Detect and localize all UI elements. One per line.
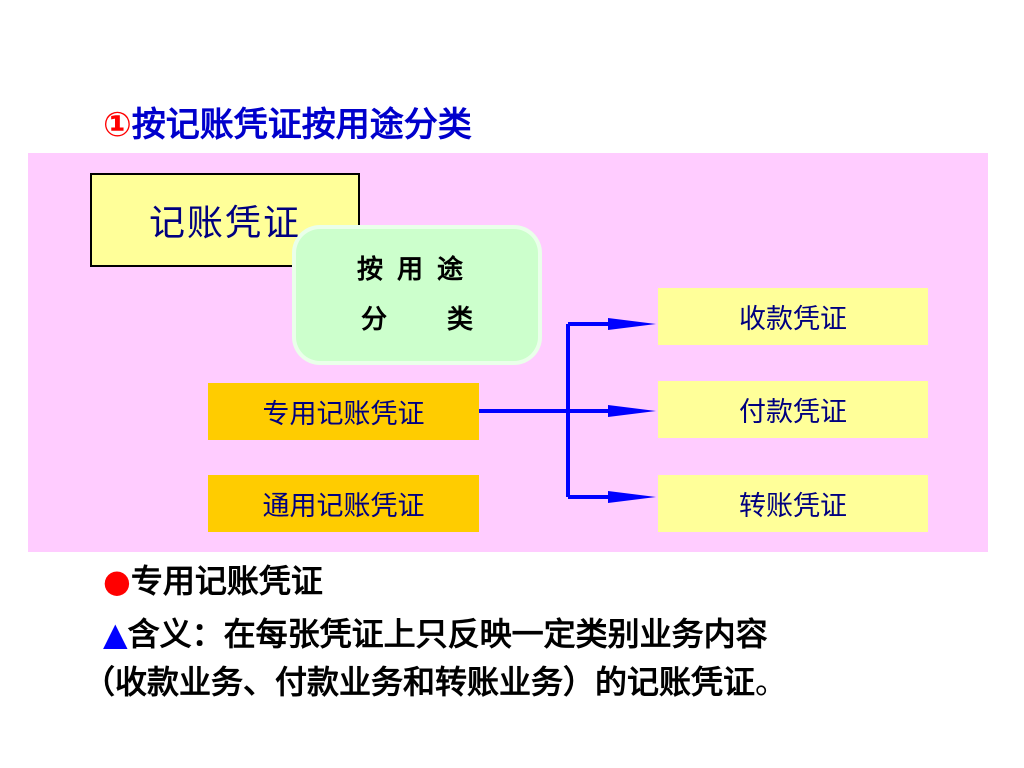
item-title: 专用记账凭证: [130, 562, 323, 600]
circle-bullet-icon: ●: [103, 562, 131, 600]
classification-diagram: 记账凭证 按用途 分类 专用记账凭证 通用记账凭证 收款凭证 付款凭证 转账凭证: [28, 153, 988, 552]
category-special-voucher: 专用记账凭证: [208, 383, 479, 440]
item-heading: ●专用记账凭证: [103, 555, 323, 607]
classification-criterion-box: 按用途 分类: [296, 229, 538, 361]
meaning-line-2: （收款业务、付款业务和转账业务）的记账凭证。: [83, 656, 787, 708]
title-text: 按记账凭证按用途分类: [131, 105, 472, 145]
category-general-voucher: 通用记账凭证: [208, 475, 479, 532]
arrow-head-middle: [608, 405, 656, 417]
title-marker: ①: [103, 105, 132, 145]
subtype-transfer-voucher: 转账凭证: [658, 475, 928, 532]
meaning-line-1: ▲含义：在每张凭证上只反映一定类别业务内容: [103, 608, 768, 660]
category-label: 通用记账凭证: [262, 491, 425, 522]
subtype-label: 转账凭证: [739, 491, 847, 522]
criterion-line-1: 按用途: [356, 255, 477, 285]
root-voucher-label: 记账凭证: [148, 203, 301, 244]
connector-lines: [479, 318, 656, 503]
meaning-text-1: 含义：在每张凭证上只反映一定类别业务内容: [127, 615, 768, 653]
meaning-text-2: （收款业务、付款业务和转账业务）的记账凭证: [83, 663, 756, 701]
subtype-payment-voucher: 付款凭证: [658, 381, 928, 438]
subtype-receipt-voucher: 收款凭证: [658, 288, 928, 345]
triangle-bullet-icon: ▲: [103, 615, 128, 653]
category-label: 专用记账凭证: [262, 399, 425, 430]
arrow-head-bottom: [608, 491, 656, 503]
page-title: ①按记账凭证按用途分类: [103, 100, 472, 150]
subtype-label: 付款凭证: [739, 397, 847, 428]
root-voucher-box: 记账凭证: [90, 173, 360, 267]
meaning-period: 。: [755, 663, 788, 701]
arrow-head-top: [608, 318, 656, 330]
subtype-label: 收款凭证: [739, 304, 847, 335]
criterion-line-2: 分类: [360, 305, 533, 335]
